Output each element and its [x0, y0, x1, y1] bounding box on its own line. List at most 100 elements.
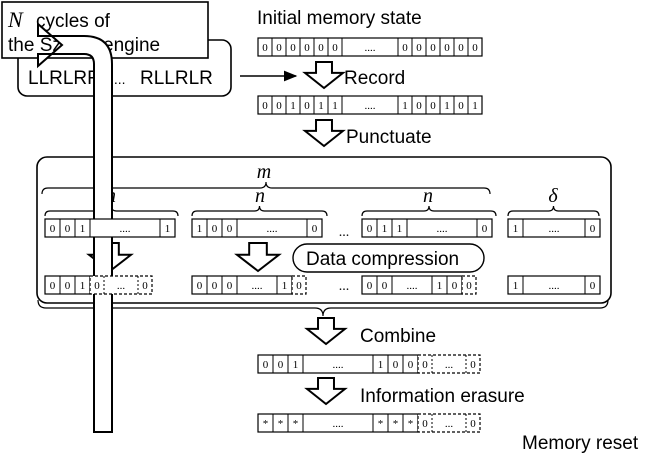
register-cell: 0: [296, 280, 302, 292]
label-dots-top: ...: [339, 225, 350, 240]
register-cell: 1: [402, 100, 408, 112]
register-cell: 0: [227, 280, 233, 292]
register-cell: ....: [437, 223, 448, 235]
label-compression: Data compression: [306, 249, 459, 270]
erasure-down-arrow: [304, 377, 348, 406]
braces: [37, 181, 609, 317]
register-cell: 0: [290, 42, 296, 54]
label-m: m: [257, 161, 271, 183]
register-cell: 0: [590, 223, 596, 235]
label-delta: δ: [548, 185, 558, 207]
brace-n-c: [361, 205, 497, 217]
label-reset: Memory reset: [522, 433, 639, 454]
register-erased: ***....***0...0: [257, 413, 481, 433]
register-segment: [417, 413, 481, 433]
register-cell: ....: [365, 42, 376, 54]
label-initial: Initial memory state: [257, 8, 422, 29]
register-cell: 0: [482, 223, 488, 235]
register-cell: 0: [382, 280, 388, 292]
register-cell: 0: [452, 280, 458, 292]
register-cell: ....: [252, 280, 263, 292]
register-cell: 0: [262, 100, 268, 112]
register-cell: 1: [437, 280, 443, 292]
register-cell: 1: [197, 223, 203, 235]
sequence-end: RLLRLR: [140, 68, 213, 89]
register-cell: ....: [407, 280, 418, 292]
register-cell: 0: [318, 42, 324, 54]
compress-down-arrow-b: [234, 242, 282, 273]
register-cell: 0: [393, 359, 399, 371]
register-cell: *: [393, 418, 399, 430]
label-dots-bottom: ...: [339, 279, 350, 294]
register-cell: 0: [312, 223, 318, 235]
register-cell: 1: [332, 100, 338, 112]
register-cell: 0: [262, 42, 268, 54]
register-cell: ....: [549, 223, 560, 235]
register-cell: 0: [50, 223, 56, 235]
register-cell: 0: [466, 280, 472, 292]
register-cell: *: [278, 418, 284, 430]
register-segment: [89, 275, 153, 295]
register-cell: 0: [304, 42, 310, 54]
register-cell: ....: [333, 418, 344, 430]
label-combine: Combine: [360, 326, 436, 347]
register-cell: 0: [416, 100, 422, 112]
register-cell: 0: [263, 359, 269, 371]
register-cell: 0: [142, 280, 148, 292]
sequence-start: LLRLRR: [28, 68, 101, 89]
brace-n-b: [191, 205, 328, 217]
register-cell: 0: [422, 359, 428, 371]
brace-m: [41, 181, 491, 195]
register-cell: ....: [120, 223, 131, 235]
register-cell: ...: [445, 359, 454, 371]
punctuation-panel: [36, 156, 612, 304]
register-compD: 1....0: [507, 275, 601, 295]
punctuate-down-arrow: [302, 119, 346, 148]
register-cell: 0: [50, 280, 56, 292]
register-cell: 0: [430, 42, 436, 54]
register-cell: 0: [458, 42, 464, 54]
register-segment: [291, 275, 307, 295]
cycles-var: N: [7, 7, 24, 32]
register-cell: ...: [117, 280, 126, 292]
cycles-line1: cycles of: [36, 11, 111, 32]
register-cell: 0: [276, 42, 282, 54]
register-cell: 0: [422, 418, 428, 430]
register-cell: 1: [513, 280, 519, 292]
register-cell: 1: [382, 223, 388, 235]
register-cell: 0: [212, 280, 218, 292]
label-record: Record: [344, 68, 405, 89]
register-cell: 0: [408, 359, 414, 371]
register-cell: 0: [402, 42, 408, 54]
register-cell: 1: [293, 359, 299, 371]
register-cell: 1: [397, 223, 403, 235]
register-blockD: 1....0: [507, 218, 601, 238]
register-cell: 0: [472, 42, 478, 54]
register-cell: *: [293, 418, 299, 430]
register-segment: [507, 218, 601, 238]
register-cell: 1: [282, 280, 288, 292]
label-n-c: n: [423, 185, 433, 207]
register-cell: 1: [80, 280, 86, 292]
register-cell: 1: [290, 100, 296, 112]
brace-delta: [507, 205, 600, 217]
register-cell: ....: [549, 280, 560, 292]
register-segment: [44, 218, 176, 238]
register-cell: 0: [278, 359, 284, 371]
register-cell: 0: [94, 280, 100, 292]
register-cell: 1: [472, 100, 478, 112]
register-cell: ....: [365, 100, 376, 112]
register-cell: 0: [276, 100, 282, 112]
compression-pill: [292, 243, 485, 273]
register-cell: 0: [65, 223, 71, 235]
register-cell: ...: [445, 418, 454, 430]
register-cell: *: [378, 418, 384, 430]
